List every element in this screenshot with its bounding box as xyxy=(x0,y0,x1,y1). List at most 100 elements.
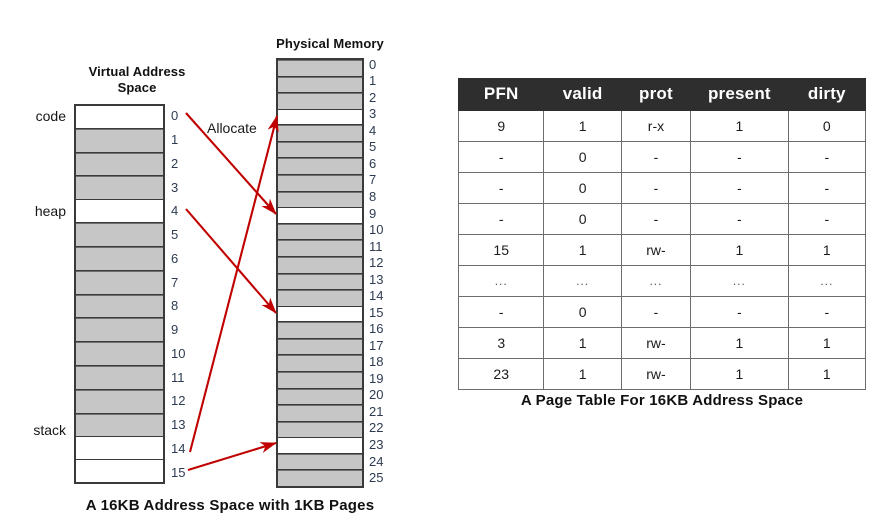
pfn-label-20: 20 xyxy=(369,387,384,403)
vpn-label-14: 14 xyxy=(171,440,186,456)
virtual-page-2 xyxy=(76,152,163,177)
physical-frame-8 xyxy=(278,191,362,209)
page-table-cell-r5-valid: ... xyxy=(543,265,622,297)
page-table-cell-r7-dirty: 1 xyxy=(787,327,867,359)
virtual-page-0 xyxy=(76,106,163,129)
pfn-label-1: 1 xyxy=(369,73,377,89)
virtual-page-3 xyxy=(76,176,163,201)
physical-frame-20 xyxy=(278,388,362,406)
pfn-label-24: 24 xyxy=(369,453,384,469)
pfn-label-8: 8 xyxy=(369,189,377,205)
physical-frame-10 xyxy=(278,223,362,241)
pfn-label-10: 10 xyxy=(369,222,384,238)
page-table-cell-r7-PFN: 3 xyxy=(457,327,545,359)
vpn-label-3: 3 xyxy=(171,179,179,195)
pfn-label-0: 0 xyxy=(369,56,377,72)
page-table-cell-r0-dirty: 0 xyxy=(787,110,867,142)
page-table-cell-r2-dirty: - xyxy=(787,172,867,204)
page-table-cell-r8-present: 1 xyxy=(690,358,789,390)
virtual-page-4 xyxy=(76,200,163,224)
pfn-label-21: 21 xyxy=(369,403,384,419)
page-table-cell-r2-present: - xyxy=(690,172,789,204)
physical-frame-12 xyxy=(278,256,362,274)
page-table-cell-r8-prot: rw- xyxy=(620,358,692,390)
arrow-vpn4-to-pfn15 xyxy=(185,208,277,314)
physical-frame-11 xyxy=(278,240,362,257)
virtual-address-space-title: Virtual Address Space xyxy=(57,64,217,96)
physical-frame-21 xyxy=(278,405,362,422)
pfn-label-2: 2 xyxy=(369,89,377,105)
page-table-column-valid: valid xyxy=(543,78,622,111)
virtual-page-13 xyxy=(76,413,163,438)
virtual-address-space-column xyxy=(74,104,165,484)
page-table-cell-r5-PFN: ... xyxy=(457,265,545,297)
physical-frame-5 xyxy=(278,141,362,159)
vpn-label-4: 4 xyxy=(171,203,179,219)
page-table-cell-r6-present: - xyxy=(690,296,789,328)
segment-label-stack: stack xyxy=(33,422,66,438)
pfn-label-14: 14 xyxy=(369,288,384,304)
page-table-cell-r4-present: 1 xyxy=(690,234,789,266)
vpn-label-7: 7 xyxy=(171,274,179,290)
page-table-cell-r8-valid: 1 xyxy=(543,358,622,390)
page-table-cell-r6-PFN: - xyxy=(457,296,545,328)
physical-frame-7 xyxy=(278,175,362,192)
physical-frame-14 xyxy=(278,290,362,307)
virtual-page-5 xyxy=(76,223,163,247)
table-row: ............... xyxy=(457,265,867,297)
page-table-cell-r8-dirty: 1 xyxy=(787,358,867,390)
vpn-label-11: 11 xyxy=(171,369,185,385)
page-table-cell-r5-prot: ... xyxy=(620,265,692,297)
page-table-cell-r5-present: ... xyxy=(690,265,789,297)
page-table-cell-r6-dirty: - xyxy=(787,296,867,328)
vas-title-line1: Virtual Address xyxy=(88,64,186,79)
allocate-label: Allocate xyxy=(207,120,257,136)
physical-frame-1 xyxy=(278,76,362,94)
page-table-cell-r1-dirty: - xyxy=(787,141,867,173)
arrow-vpn15-to-pfn23 xyxy=(187,441,277,472)
vpn-label-10: 10 xyxy=(171,345,186,361)
physical-memory-title: Physical Memory xyxy=(276,36,384,51)
table-row: -0--- xyxy=(457,141,867,173)
physical-frame-2 xyxy=(278,93,362,110)
physical-frame-15 xyxy=(278,306,362,323)
physical-frame-0 xyxy=(278,60,362,77)
physical-frame-13 xyxy=(278,273,362,291)
page-table-cell-r4-dirty: 1 xyxy=(787,234,867,266)
virtual-page-9 xyxy=(76,318,163,343)
pfn-label-23: 23 xyxy=(369,436,384,452)
page-table-cell-r2-PFN: - xyxy=(457,172,545,204)
pfn-label-22: 22 xyxy=(369,420,384,436)
page-table-cell-r3-prot: - xyxy=(620,203,692,235)
page-table-cell-r0-present: 1 xyxy=(690,110,789,142)
table-row: -0--- xyxy=(457,203,867,235)
vpn-label-5: 5 xyxy=(171,227,179,243)
virtual-page-6 xyxy=(76,246,163,271)
pfn-label-15: 15 xyxy=(369,304,384,320)
pfn-label-5: 5 xyxy=(369,139,377,155)
page-table-cell-r0-prot: r-x xyxy=(620,110,692,142)
vpn-label-2: 2 xyxy=(171,155,179,171)
virtual-address-space-caption: A 16KB Address Space with 1KB Pages xyxy=(85,497,375,514)
page-table-cell-r3-present: - xyxy=(690,203,789,235)
vpn-label-15: 15 xyxy=(171,464,186,480)
page-table-cell-r4-valid: 1 xyxy=(543,234,622,266)
vpn-label-0: 0 xyxy=(171,108,179,124)
pfn-label-7: 7 xyxy=(369,172,377,188)
page-table-cell-r3-dirty: - xyxy=(787,203,867,235)
physical-memory-column xyxy=(276,58,364,488)
physical-frame-19 xyxy=(278,371,362,389)
physical-frame-24 xyxy=(278,453,362,471)
vpn-label-13: 13 xyxy=(171,417,186,433)
page-table-cell-r3-PFN: - xyxy=(457,203,545,235)
page-table-cell-r2-valid: 0 xyxy=(543,172,622,204)
page-table-cell-r4-PFN: 15 xyxy=(457,234,545,266)
